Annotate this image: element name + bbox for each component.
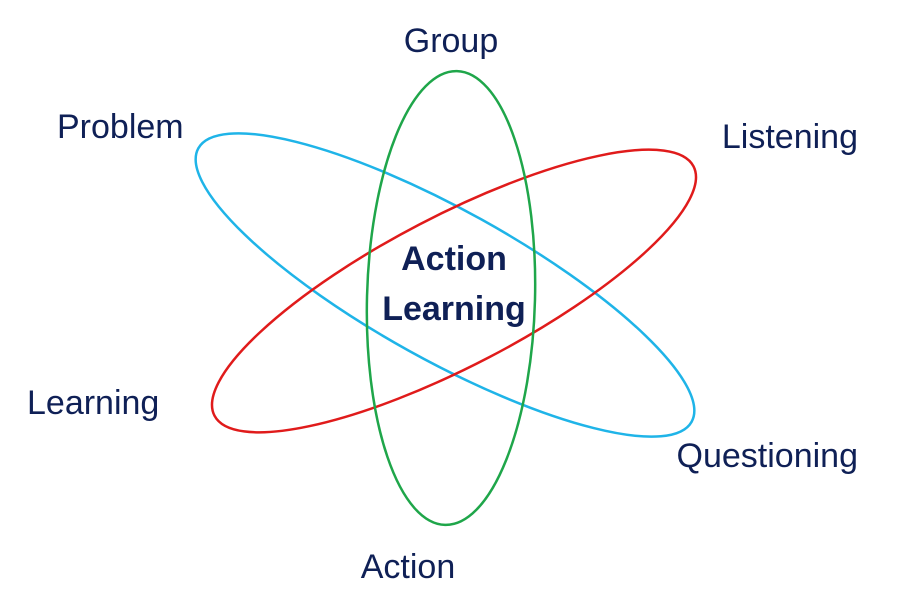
label-group: Group: [404, 22, 499, 60]
center-label-line-1: Action: [401, 240, 507, 278]
problem-questioning-ellipse: [194, 132, 696, 438]
center-label-line-2: Learning: [382, 290, 526, 328]
label-action: Action: [361, 548, 456, 586]
listening-learning-ellipse: [210, 148, 698, 434]
label-learning: Learning: [27, 384, 159, 422]
label-questioning: Questioning: [677, 437, 858, 475]
label-listening: Listening: [722, 118, 858, 156]
group-action-ellipse: [365, 69, 537, 527]
label-problem: Problem: [57, 108, 184, 146]
